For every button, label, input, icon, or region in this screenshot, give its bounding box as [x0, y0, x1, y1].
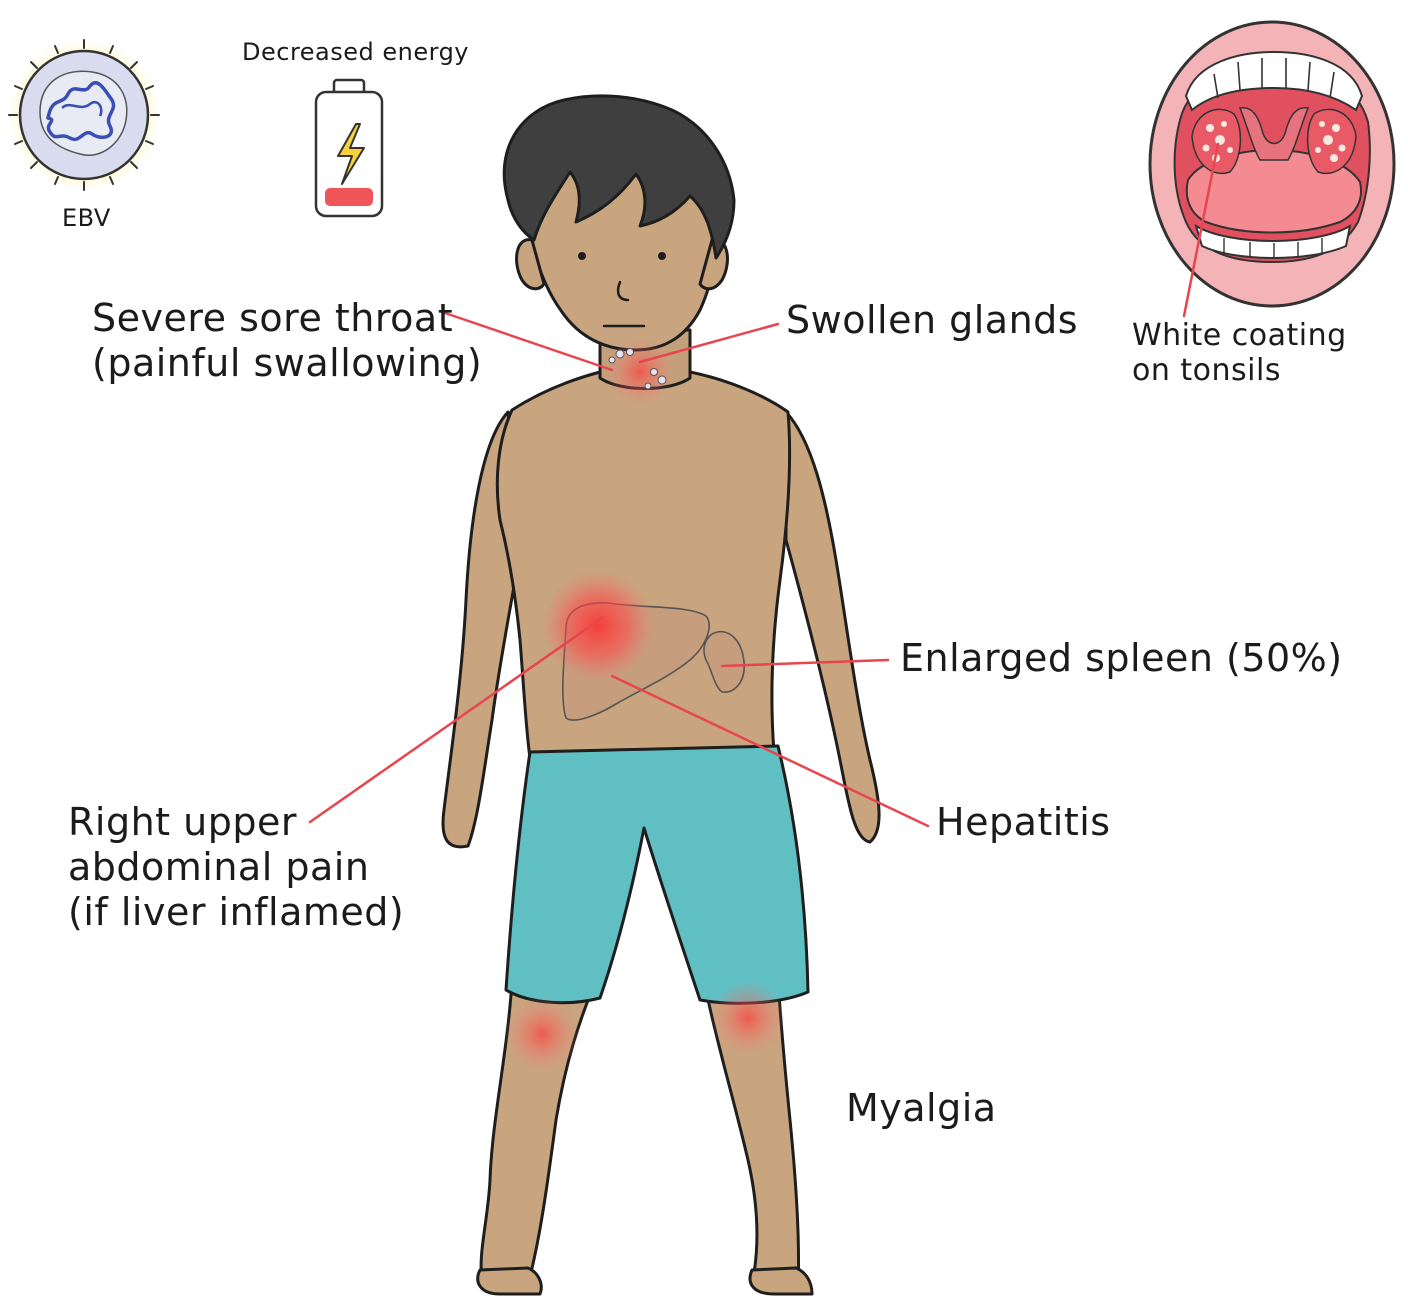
torso — [497, 372, 789, 758]
label-abdominal-pain-line-1: Right upper — [68, 800, 404, 845]
liver-inflammation-glow — [542, 570, 654, 682]
label-abdominal-pain: Right upper abdominal pain (if liver inf… — [68, 800, 404, 934]
label-tonsils: White coating on tonsils — [1132, 318, 1347, 389]
left-knee-pain-glow — [504, 996, 580, 1072]
open-mouth-tonsils-illustration — [1150, 22, 1394, 306]
right-foot — [750, 1268, 812, 1294]
low-battery-icon — [316, 80, 382, 216]
label-abdominal-pain-line-3: (if liver inflamed) — [68, 890, 404, 935]
label-myalgia: Myalgia — [846, 1086, 997, 1131]
label-hepatitis: Hepatitis — [936, 800, 1111, 845]
label-spleen: Enlarged spleen (50%) — [900, 636, 1343, 681]
right-knee-pain-glow — [710, 980, 786, 1056]
right-arm — [786, 412, 879, 842]
label-sore-throat-line-2: (painful swallowing) — [92, 341, 482, 386]
left-foot — [478, 1268, 541, 1294]
label-sore-throat-line-1: Severe sore throat — [92, 296, 482, 341]
virus-caption: EBV — [62, 204, 111, 232]
boy-figure — [443, 96, 879, 1294]
battery-charge-level — [325, 188, 373, 206]
label-tonsils-line-2: on tonsils — [1132, 353, 1347, 388]
battery-caption: Decreased energy — [242, 38, 469, 66]
left-eye — [578, 252, 586, 260]
label-swollen-glands: Swollen glands — [786, 298, 1078, 343]
throat-inflammation-glow — [606, 338, 674, 406]
label-tonsils-line-1: White coating — [1132, 318, 1347, 353]
label-abdominal-pain-line-2: abdominal pain — [68, 845, 404, 890]
label-sore-throat: Severe sore throat (painful swallowing) — [92, 296, 482, 386]
right-eye — [658, 252, 666, 260]
shorts — [506, 746, 808, 1003]
ebv-virus-icon — [8, 39, 160, 191]
